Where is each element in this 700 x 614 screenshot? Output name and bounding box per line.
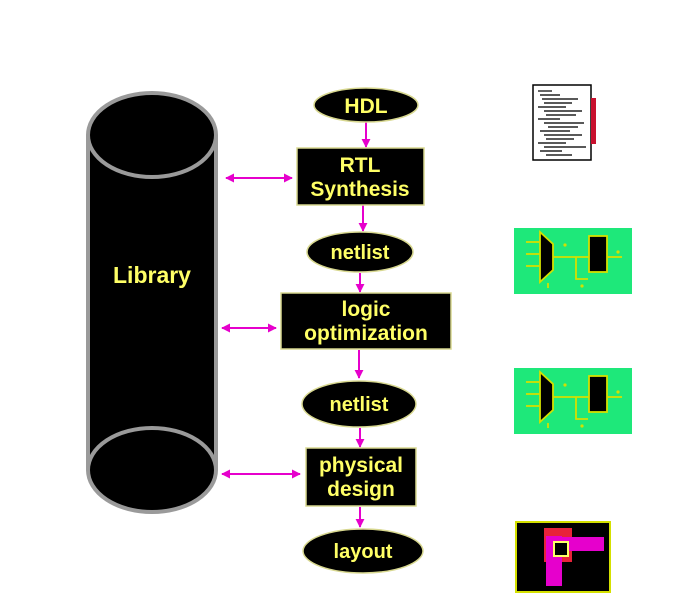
library-cylinder: Library [86,91,218,514]
node-rtl-synthesis-line1: RTL [340,154,381,177]
schematic-icon [514,368,632,434]
schematic-icon [514,228,632,294]
node-netlist-1: netlist [306,231,414,273]
flow-arrows [354,122,371,528]
node-physical-design-line1: physical [319,454,403,477]
node-hdl-label: HDL [344,95,387,118]
library-label: Library [113,262,191,288]
node-rtl-synthesis-line2: Synthesis [310,178,409,201]
node-logic-optimization: logic optimization [280,292,452,350]
layout-icon [515,521,611,593]
library-arrows [221,173,301,479]
node-layout: layout [302,528,424,574]
node-logic-optimization-line2: optimization [304,322,428,345]
node-netlist-1-label: netlist [331,242,390,264]
node-netlist-2-label: netlist [330,394,389,416]
node-physical-design: physical design [305,447,417,507]
node-logic-optimization-line1: logic [341,298,390,321]
node-rtl-synthesis: RTL Synthesis [296,147,425,206]
node-netlist-2: netlist [301,380,417,428]
node-layout-label: layout [334,541,393,563]
node-physical-design-line2: design [327,478,395,501]
document-icon [532,84,596,161]
node-hdl: HDL [313,87,419,123]
